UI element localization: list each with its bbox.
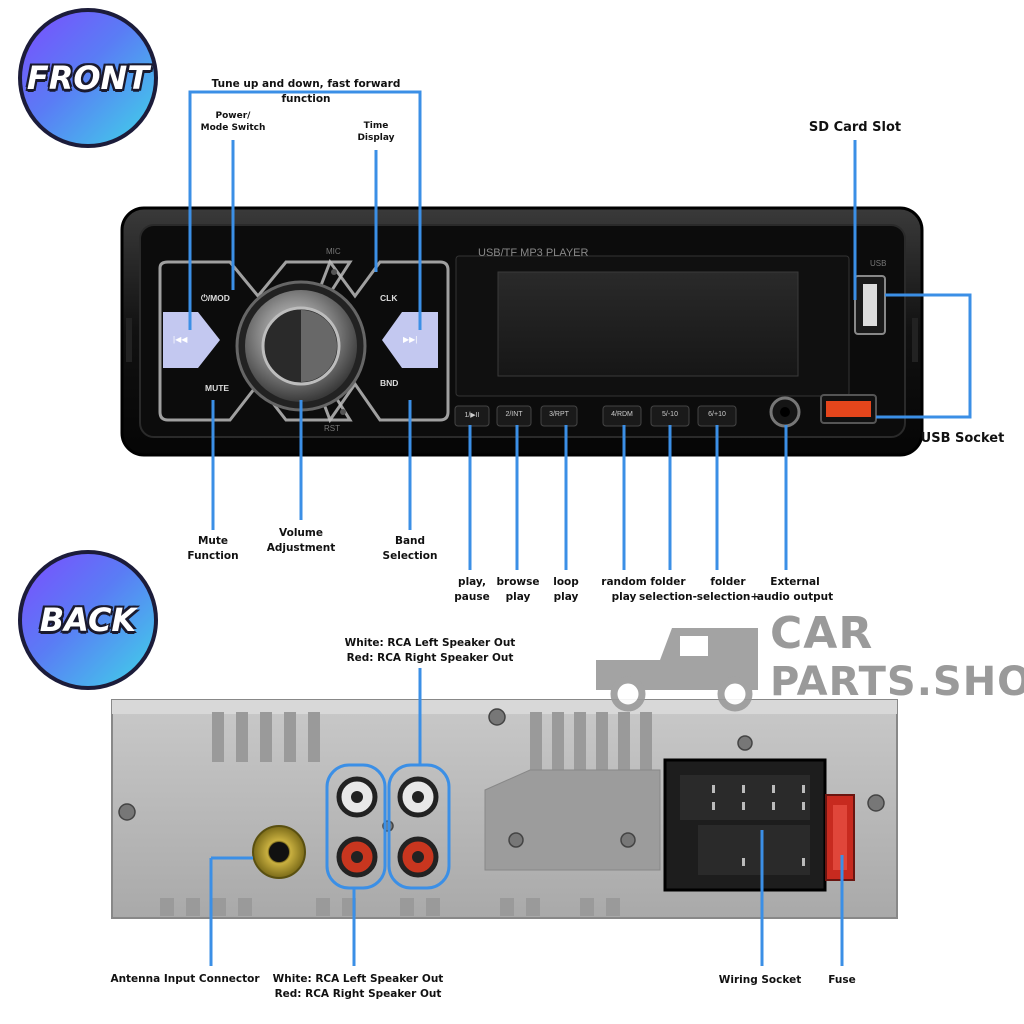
label-rca-top: White: RCA Left Speaker Out Red: RCA Rig…: [330, 636, 530, 666]
label-usb-socket: USB Socket: [920, 431, 1005, 446]
brand-line-2: PARTS.SHOP: [770, 659, 1024, 705]
front-badge: FRONT: [18, 8, 158, 148]
preset-6-button[interactable]: 6/+10: [708, 411, 726, 418]
label-external-audio-text: External audio output: [756, 576, 834, 603]
label-power: Power/ Mode Switch: [183, 110, 283, 134]
label-tune: Tune up and down, fast forward function: [211, 78, 401, 105]
clk-key[interactable]: CLK: [380, 293, 398, 303]
preset-5-button[interactable]: 5/-10: [662, 411, 678, 418]
label-loop-text: loop play: [553, 576, 579, 603]
label-power-text: Power/ Mode Switch: [200, 111, 266, 133]
label-browse-text: browse play: [496, 576, 540, 603]
label-random: random play: [594, 575, 654, 605]
mic-label: MIC: [326, 247, 341, 256]
front-badge-text: FRONT: [26, 59, 150, 97]
mute-key[interactable]: MUTE: [205, 383, 230, 393]
label-folder-minus: folder selection-: [636, 575, 700, 605]
preset-4-button[interactable]: 4/RDM: [611, 411, 633, 418]
brand-line-1: CAR: [770, 608, 874, 659]
label-play-pause: play, pause: [440, 575, 504, 605]
label-external-audio: External audio output: [752, 575, 838, 605]
usb-panel-label: USB: [870, 259, 887, 268]
label-folder-plus: folder selection+: [694, 575, 762, 605]
label-folder-minus-text: folder selection-: [639, 576, 697, 603]
label-time: Time Display: [336, 120, 416, 144]
label-time-text: Time Display: [357, 121, 395, 143]
bnd-key[interactable]: BND: [380, 378, 399, 388]
label-mute: Mute Function: [178, 534, 248, 564]
label-play-pause-text: play, pause: [454, 576, 490, 603]
back-badge: BACK: [18, 550, 158, 690]
label-folder-plus-text: folder selection+: [696, 576, 760, 603]
preset-1-button[interactable]: 1/▶II: [464, 412, 480, 419]
label-antenna: Antenna Input Connector: [110, 973, 260, 985]
label-random-text: random play: [601, 576, 647, 603]
label-band: Band Selection: [370, 534, 450, 564]
preset-2-button[interactable]: 2/INT: [505, 411, 523, 418]
label-rca-bottom-text: White: RCA Left Speaker Out Red: RCA Rig…: [272, 973, 444, 1000]
label-volume: Volume Adjustment: [256, 526, 346, 556]
label-loop: loop play: [538, 575, 594, 605]
preset-3-button[interactable]: 3/RPT: [549, 411, 569, 418]
label-browse: browse play: [488, 575, 548, 605]
label-rca-top-text: White: RCA Left Speaker Out Red: RCA Rig…: [344, 637, 516, 664]
label-mute-text: Mute Function: [187, 535, 239, 562]
next-key[interactable]: ▶▶|: [403, 335, 418, 344]
label-rca-bottom: White: RCA Left Speaker Out Red: RCA Rig…: [258, 972, 458, 1002]
label-volume-text: Volume Adjustment: [266, 527, 336, 554]
label-wiring-socket: Wiring Socket: [718, 974, 802, 986]
back-badge-text: BACK: [39, 601, 137, 639]
label-sd-card: SD Card Slot: [808, 120, 902, 135]
mod-key[interactable]: ⏻/MOD: [201, 293, 230, 303]
label-band-text: Band Selection: [382, 535, 438, 562]
panel-title: USB/TF MP3 PLAYER: [478, 247, 589, 259]
label-fuse: Fuse: [828, 974, 856, 986]
prev-key[interactable]: |◀◀: [173, 335, 188, 344]
rst-label: RST: [324, 424, 340, 433]
